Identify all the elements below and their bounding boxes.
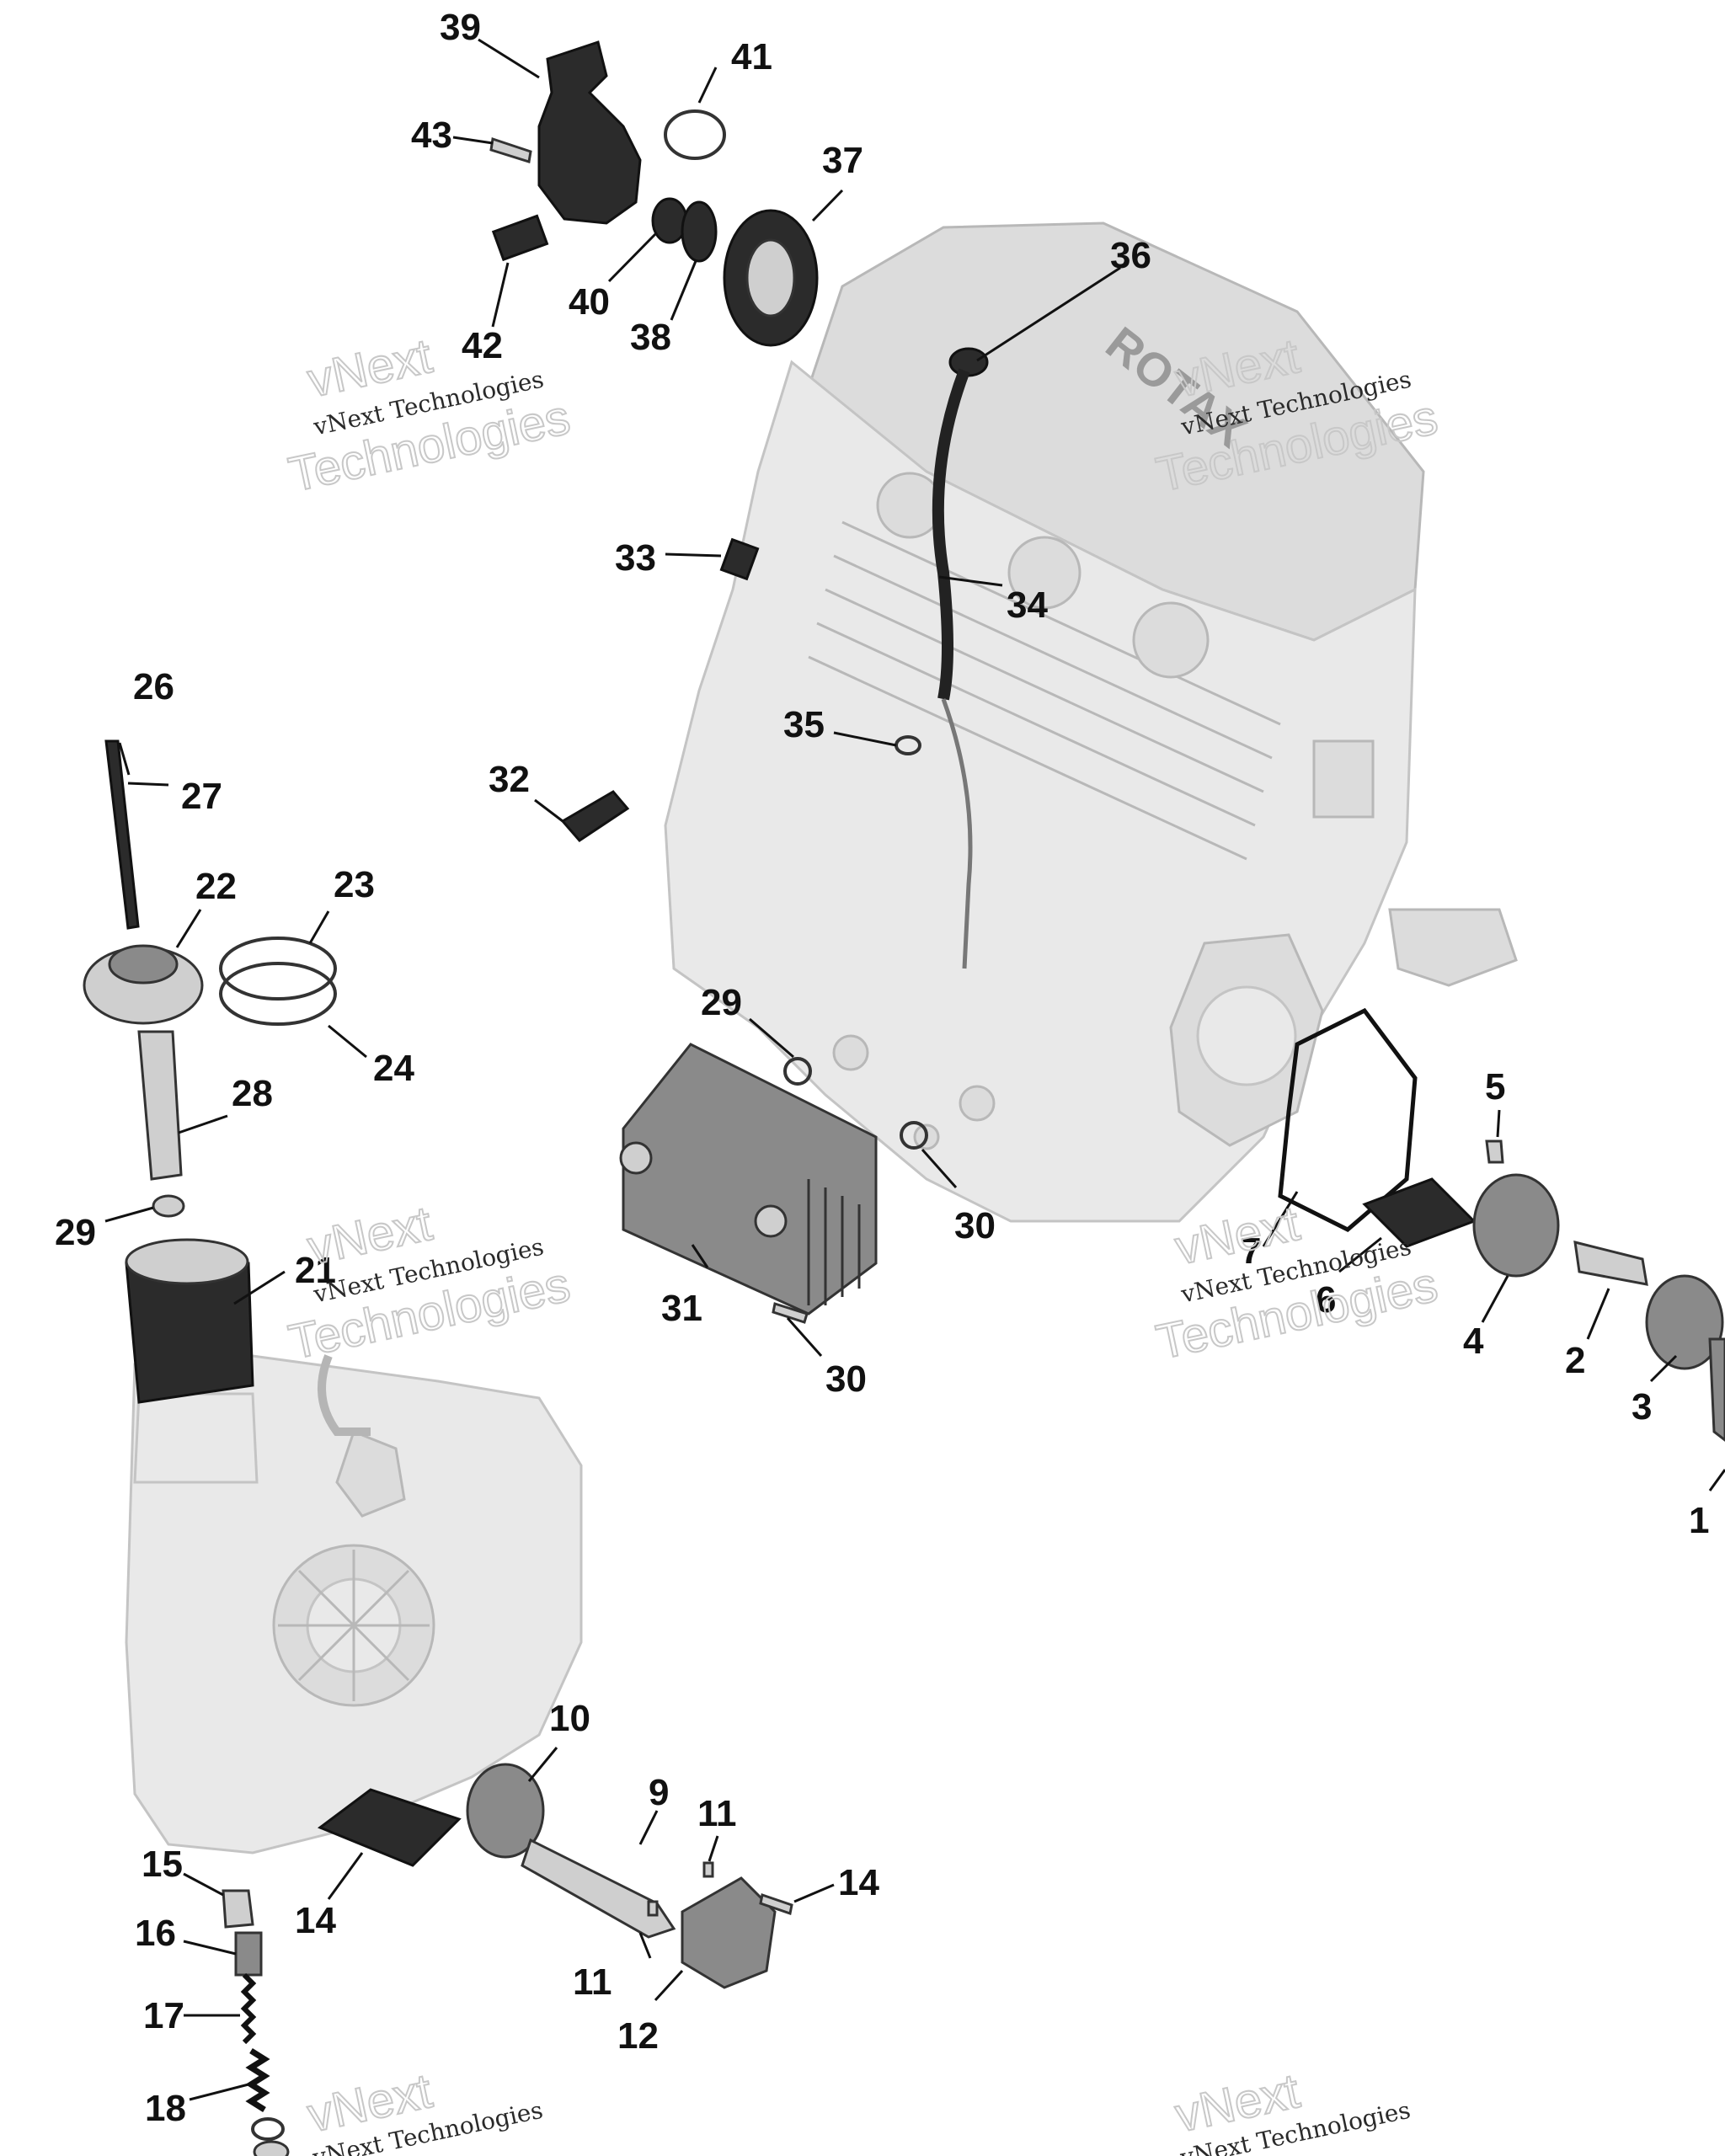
callout-7: 7 <box>1241 1230 1261 1272</box>
callout-30: 30 <box>825 1358 867 1400</box>
callout-2: 2 <box>1565 1340 1585 1381</box>
callout-13: 14 <box>838 1862 879 1903</box>
callout-17: 17 <box>143 1995 184 2036</box>
callout-36: 36 <box>1110 235 1151 276</box>
callout-1: 1 <box>1689 1500 1709 1541</box>
callout-32: 32 <box>489 759 530 800</box>
callout-41: 41 <box>731 36 772 77</box>
callout-29b: 30 <box>954 1205 996 1246</box>
callout-3: 3 <box>1632 1386 1652 1428</box>
callout-31: 31 <box>661 1288 702 1329</box>
callout-40: 40 <box>569 281 610 323</box>
callout-11a: 11 <box>697 1793 737 1834</box>
callout-numbers: 39 43 41 37 36 40 38 42 33 34 35 32 26 2… <box>55 7 1709 2129</box>
callout-42: 42 <box>462 325 503 366</box>
callout-23: 23 <box>334 864 375 905</box>
callout-16: 16 <box>135 1913 176 1954</box>
engine-block-ghost <box>664 221 1518 1223</box>
callout-12: 12 <box>617 2015 659 2057</box>
watermark-bottom-left: vNext vNext Technologies <box>302 2063 546 2156</box>
callout-14: 14 <box>295 1900 336 1941</box>
callout-26: 27 <box>181 776 222 817</box>
callout-33: 33 <box>615 537 656 579</box>
callout-6: 6 <box>1316 1279 1336 1321</box>
callout-21: 21 <box>295 1250 336 1291</box>
leader-lines <box>104 38 1725 2101</box>
watermark-top-left: vNext vNext Technologies Technologies <box>283 328 575 503</box>
callout-9: 9 <box>649 1772 669 1813</box>
callout-5: 5 <box>1485 1066 1505 1107</box>
callout-39: 39 <box>440 7 481 48</box>
callout-29a: 29 <box>701 982 742 1023</box>
callout-11b: 11 <box>573 1961 612 2003</box>
callout-27: 28 <box>232 1073 273 1114</box>
callout-34: 34 <box>1007 584 1048 626</box>
watermark-bottom-right: vNext vNext Technologies <box>1170 2063 1413 2156</box>
callout-22: 22 <box>195 866 237 907</box>
callout-4: 4 <box>1463 1321 1484 1362</box>
callout-15: 15 <box>142 1844 183 1885</box>
callout-10: 10 <box>549 1698 590 1739</box>
gearbox-ghost <box>125 1354 583 1854</box>
callout-35: 35 <box>783 704 825 745</box>
parts <box>83 40 1725 2156</box>
callout-43: 43 <box>411 115 452 156</box>
callout-38: 38 <box>630 317 671 358</box>
callout-25: 26 <box>133 666 174 707</box>
callout-18: 18 <box>145 2088 186 2129</box>
callout-24: 24 <box>373 1048 414 1089</box>
callout-37: 37 <box>822 140 863 181</box>
callout-28: 29 <box>55 1212 96 1253</box>
